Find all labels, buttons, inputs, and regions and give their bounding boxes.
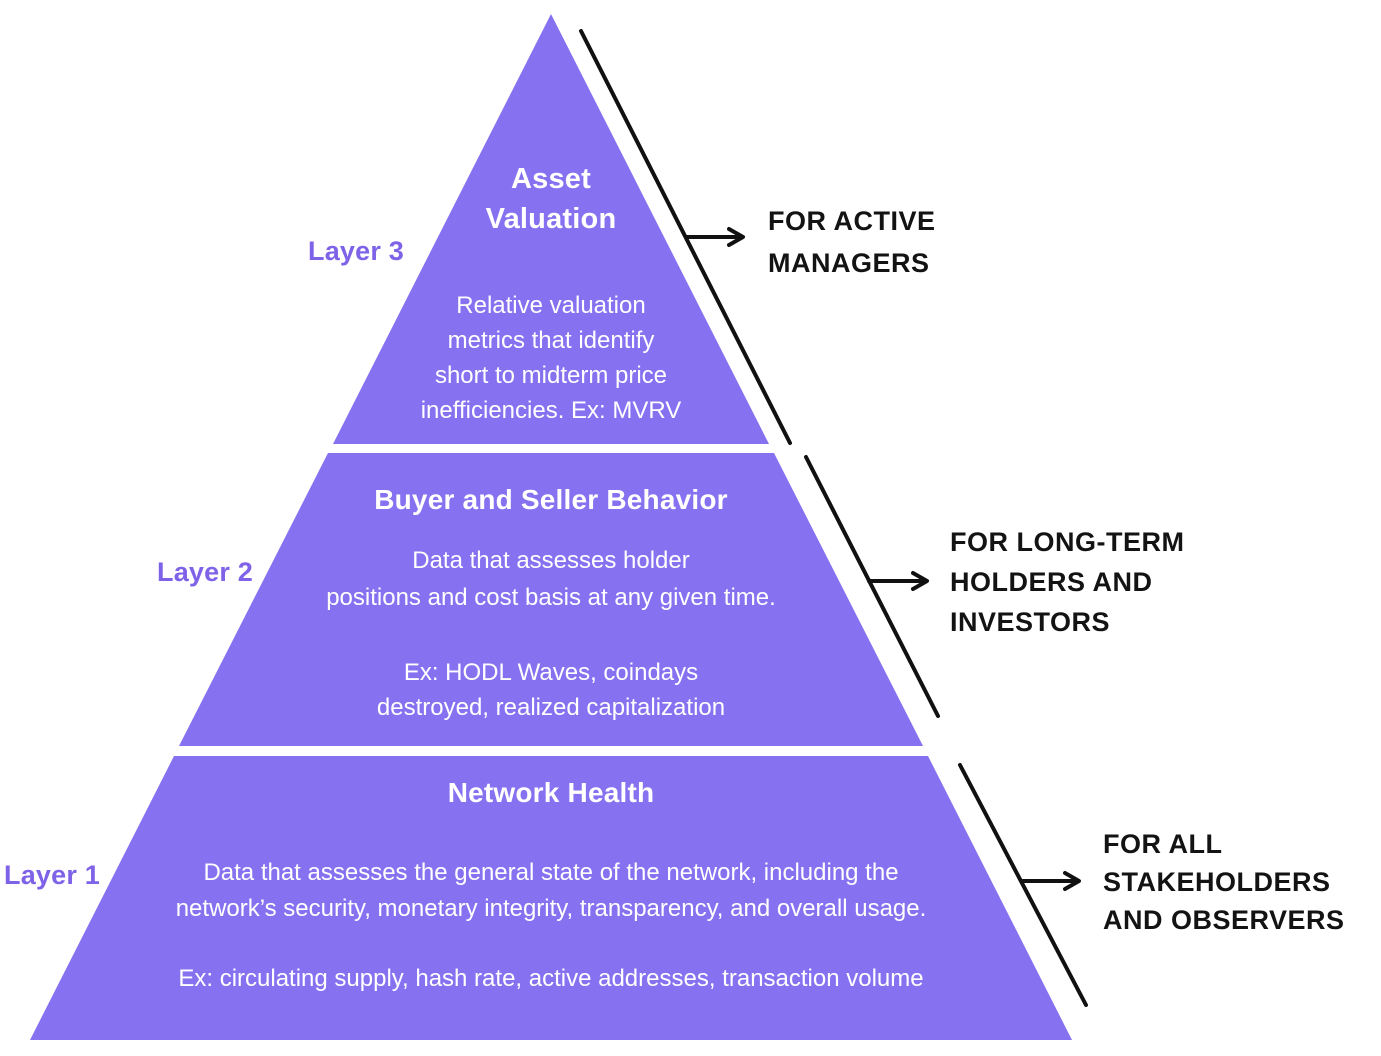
layer2-bracket-line: [804, 455, 940, 718]
layer2-shape: [179, 453, 923, 746]
layer2-example: Ex: HODL Waves, coindays destroyed, real…: [376, 659, 726, 721]
layer1-audience: FOR ALL STAKEHOLDERS AND OBSERVERS: [1103, 829, 1345, 935]
layer2-description: Data that assesses holder positions and …: [326, 547, 776, 611]
layer3-label: Layer 3: [308, 236, 404, 266]
layer3-shape: [333, 14, 769, 444]
layer2-label: Layer 2: [157, 557, 253, 587]
layer1-label: Layer 1: [4, 860, 100, 890]
layer1-description: Data that assesses the general state of …: [175, 859, 927, 922]
layer2-audience: FOR LONG-TERM HOLDERS AND INVESTORS: [950, 527, 1185, 637]
layer3-title: Asset Valuation: [485, 163, 617, 235]
layer2-title: Buyer and Seller Behavior: [374, 484, 728, 515]
layer3-audience: FOR ACTIVE MANAGERS: [768, 206, 936, 278]
layer1-title: Network Health: [447, 777, 655, 808]
layer1-bracket-line: [958, 763, 1088, 1007]
layer1-example: Ex: circulating supply, hash rate, activ…: [178, 965, 924, 992]
layer3-description: Relative valuation metrics that identify…: [420, 292, 682, 424]
layer1-shape: [30, 756, 1072, 1040]
